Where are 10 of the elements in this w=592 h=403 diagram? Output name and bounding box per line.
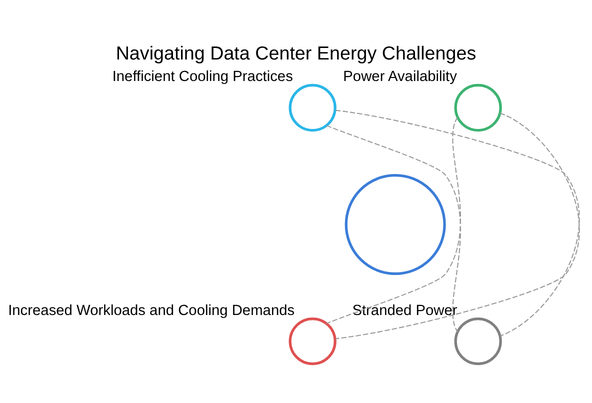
node-circle <box>344 173 446 275</box>
node-label: Power Availability <box>343 68 457 85</box>
node-label: Stranded Power <box>352 302 458 318</box>
node-circle <box>454 316 502 365</box>
node-circle <box>288 316 336 365</box>
node-circle <box>454 83 502 132</box>
node-label: Increased Workloads and Cooling Demands <box>8 302 295 318</box>
diagram-title: Navigating Data Center Energy Challenges <box>116 42 476 63</box>
node-circle <box>288 83 336 132</box>
node-label: Inefficient Cooling Practices <box>112 68 293 85</box>
